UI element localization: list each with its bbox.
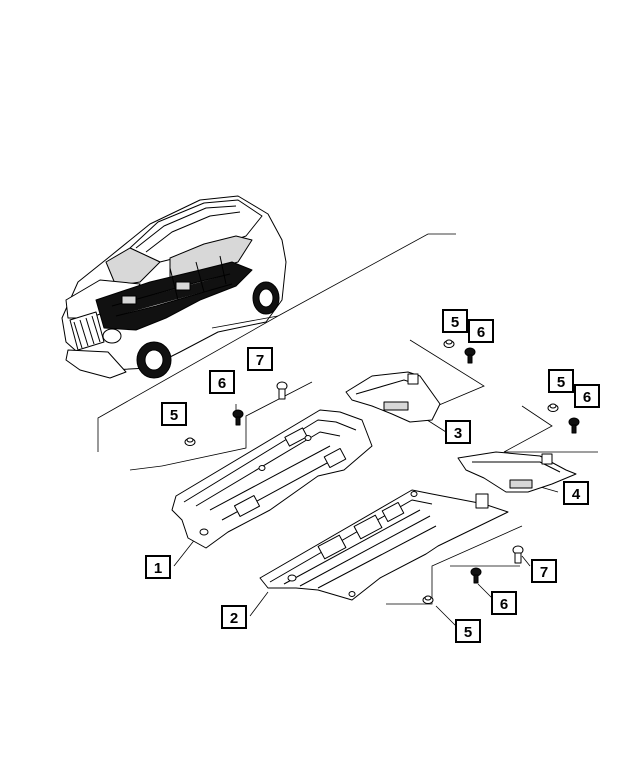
callout-7-left[interactable]: 7	[247, 347, 273, 371]
callout-7-left-label: 7	[256, 352, 264, 369]
callout-2[interactable]: 2	[221, 605, 247, 629]
callout-6-top[interactable]: 6	[468, 319, 494, 343]
fastener-screw-left[interactable]	[232, 409, 244, 426]
callout-6-bottom[interactable]: 6	[491, 591, 517, 615]
callout-5-bottom[interactable]: 5	[455, 619, 481, 643]
callout-6-bottom-label: 6	[500, 596, 508, 613]
fastener-nut-right[interactable]	[547, 403, 559, 412]
callout-1[interactable]: 1	[145, 555, 171, 579]
underbody-shield-center[interactable]	[171, 409, 373, 549]
callout-3[interactable]: 3	[445, 420, 471, 444]
callout-7-bottom[interactable]: 7	[531, 559, 557, 583]
vehicle-illustration	[61, 195, 287, 379]
callout-6-left[interactable]: 6	[209, 370, 235, 394]
underbody-shield-front-right[interactable]	[345, 371, 441, 423]
fastener-screw-bottom[interactable]	[470, 567, 482, 584]
callout-6-right-label: 6	[583, 389, 591, 406]
callout-5-top-label: 5	[451, 314, 459, 331]
callout-4[interactable]: 4	[563, 481, 589, 505]
callout-6-top-label: 6	[477, 324, 485, 341]
fastener-clip-left[interactable]	[276, 381, 288, 400]
callout-5-left-label: 5	[170, 407, 178, 424]
callout-5-bottom-label: 5	[464, 624, 472, 641]
fastener-screw-right[interactable]	[568, 417, 580, 434]
callout-4-label: 4	[572, 486, 581, 503]
fastener-nut-left[interactable]	[184, 437, 196, 446]
fastener-nut-top[interactable]	[443, 339, 455, 348]
fastener-nut-bottom[interactable]	[422, 595, 434, 604]
callout-5-right-label: 5	[557, 374, 565, 391]
underbody-shield-rear-right[interactable]	[457, 451, 577, 493]
callout-2-label: 2	[230, 610, 238, 627]
callout-5-right[interactable]: 5	[548, 369, 574, 393]
callout-5-top[interactable]: 5	[442, 309, 468, 333]
fastener-clip-bottom[interactable]	[512, 545, 524, 564]
fastener-screw-top[interactable]	[464, 347, 476, 364]
callout-1-label: 1	[154, 560, 162, 577]
callout-7-bottom-label: 7	[540, 564, 548, 581]
callout-3-label: 3	[454, 425, 462, 442]
callout-6-left-label: 6	[218, 375, 226, 392]
underbody-shield-rear[interactable]	[259, 489, 509, 601]
callout-5-left[interactable]: 5	[161, 402, 187, 426]
callout-6-right[interactable]: 6	[574, 384, 600, 408]
